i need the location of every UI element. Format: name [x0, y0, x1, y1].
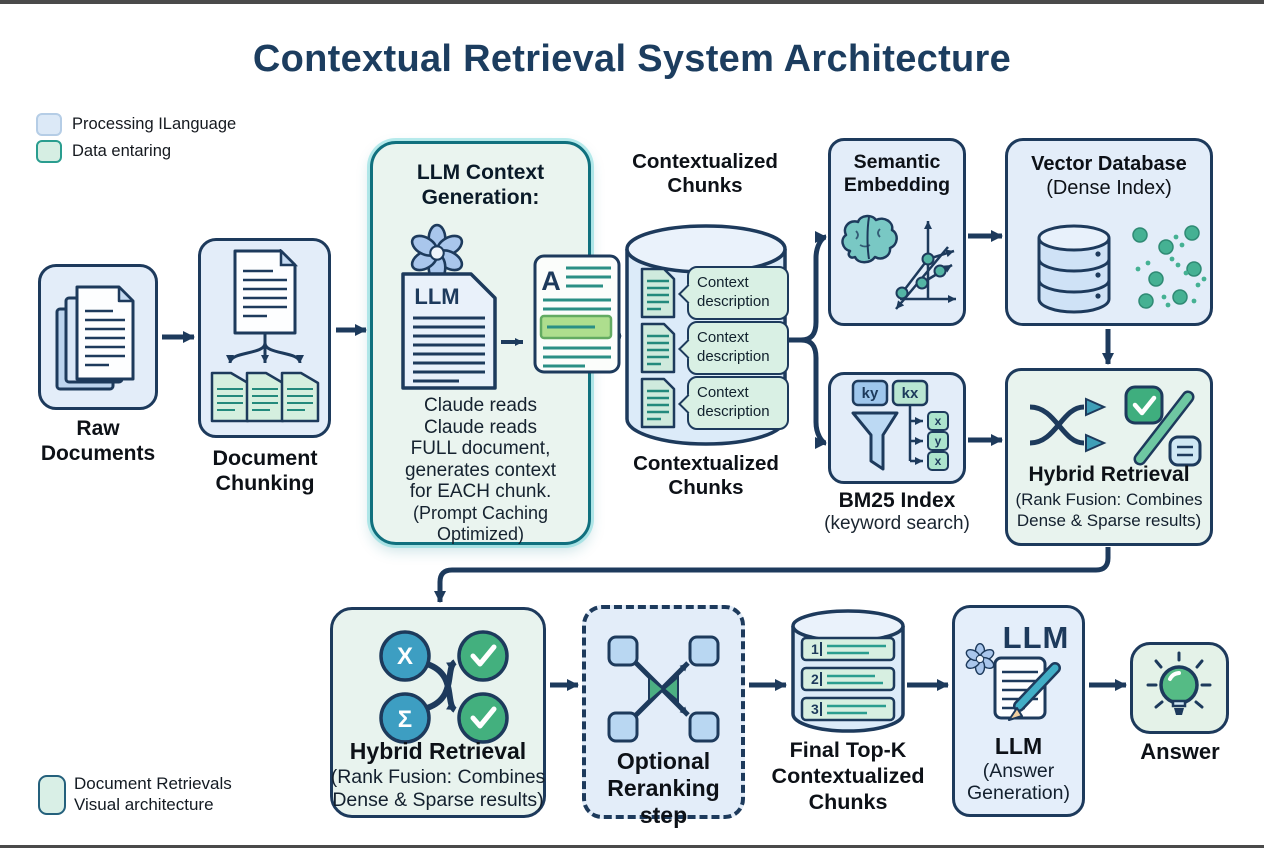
optional-reranking-box: [582, 605, 745, 819]
svg-text:X: X: [397, 643, 413, 670]
hybrid-retrieval-top-sub2: Dense & Sparse results): [1016, 511, 1202, 530]
database-icon: [1037, 224, 1111, 314]
llm-internal-arrow: [501, 338, 523, 346]
llm-context-generation-box: LLM Context Generation: LLM A: [370, 141, 621, 545]
bm25-index-sublabel: (keyword search): [824, 513, 970, 534]
hybrid-retrieval-top-title: Hybrid Retrieval: [1028, 463, 1190, 486]
hybrid-retrieval-bottom-sub1: (Rank Fusion: Combines: [330, 766, 546, 788]
llm-answer-label: LLM: [994, 733, 1043, 759]
chunk-doc-icon: [640, 377, 676, 429]
llm-answer-icon-title: LLM: [1002, 620, 1070, 655]
hybrid-retrieval-bottom-title: Hybrid Retrieval: [349, 738, 527, 764]
stacked-documents-icon: [55, 285, 135, 391]
top-edge-artifact: [0, 0, 1264, 4]
final-topk-cylinder: 1 2 3: [791, 609, 905, 733]
vector-database-title: Vector Database (Dense Index): [1031, 153, 1187, 199]
svg-text:1: 1: [811, 641, 819, 657]
check-percent-icon: [1124, 385, 1202, 467]
semantic-embedding-box: Semantic Embedding: [828, 138, 966, 326]
legend-item-data: Data entaring: [36, 140, 171, 163]
bottom-edge-artifact: [0, 845, 1264, 848]
legend-label: Processing ILanguage: [72, 115, 237, 133]
contextualized-chunks-title: Contextualized Chunks: [632, 150, 778, 198]
optional-reranking-label: Optional Reranking step: [607, 748, 720, 829]
semantic-embedding-title: Semantic Embedding: [843, 151, 951, 196]
context-bubble-3: Context description: [678, 376, 789, 430]
legend-item-processing: Processing ILanguage: [36, 113, 236, 136]
svg-text:y: y: [935, 434, 942, 448]
lightbulb-icon: [1146, 651, 1212, 715]
answer-label: Answer: [1140, 739, 1220, 764]
svg-text:LLM: LLM: [414, 284, 459, 309]
document-chunking-box: [198, 238, 331, 438]
svg-text:x: x: [935, 454, 942, 468]
vector-points-icon: [1132, 225, 1207, 309]
context-bubble-2: Context description: [678, 321, 789, 375]
svg-text:kx: kx: [902, 385, 919, 402]
llm-answer-box: LLM LLM (Answer Generation): [952, 605, 1085, 817]
raw-documents-label: Raw Documents: [40, 417, 156, 465]
llm-context-title: LLM Context Generation:: [416, 161, 545, 210]
hybrid-retrieval-top-box: [1005, 368, 1213, 546]
svg-text:3: 3: [811, 701, 819, 717]
reranking-icon: [607, 635, 720, 743]
contextualized-chunks-label: Contextualized Chunks: [633, 452, 779, 500]
bm25-icon: ky kx x y x: [851, 379, 949, 471]
legend-bottom-line1: Document Retrievals: [74, 774, 232, 793]
legend-bottom-swatch: [38, 775, 66, 815]
bm25-index-label: BM25 Index: [838, 489, 956, 512]
page-title: Contextual Retrieval System Architecture: [252, 38, 1012, 80]
brain-embedding-icon: [841, 214, 956, 310]
rank-fusion-icon: X Σ: [379, 630, 509, 744]
llm-answer-sub1: (Answer: [982, 760, 1055, 782]
legend-swatch-blue: [36, 113, 62, 136]
legend-label: Data entaring: [72, 142, 172, 160]
llm-answer-sub2: Generation): [967, 782, 1070, 804]
svg-text:x: x: [935, 414, 942, 428]
hybrid-retrieval-top-sub1: (Rank Fusion: Combines: [1015, 490, 1203, 509]
hybrid-retrieval-bottom-sub2: Dense & Sparse results): [332, 789, 544, 811]
svg-text:Σ: Σ: [398, 706, 412, 733]
chunk-doc-icon: [640, 267, 676, 319]
legend-swatch-green: [36, 140, 62, 163]
answer-box: [1130, 642, 1229, 734]
document-chunking-label: Document Chunking: [212, 446, 318, 496]
svg-text:ky: ky: [862, 385, 879, 402]
bm25-index-box: ky kx x y x: [828, 372, 966, 484]
svg-text:A: A: [541, 266, 561, 296]
raw-documents-box: [38, 264, 158, 410]
hybrid-retrieval-bottom-box: X Σ: [330, 607, 546, 818]
context-document-icon: A: [533, 254, 621, 374]
chunk-doc-icon: [640, 322, 676, 374]
context-bubble-1: Context description: [678, 266, 789, 320]
vector-database-box: Vector Database (Dense Index): [1005, 138, 1213, 326]
legend-bottom-line2: Visual architecture: [74, 795, 214, 814]
llm-document-icon: LLM: [401, 272, 497, 390]
document-pencil-icon: [993, 656, 1061, 721]
shuffle-icon: [1029, 397, 1107, 453]
final-topk-label: Final Top-K Contextualized Chunks: [771, 738, 925, 815]
svg-text:2: 2: [811, 671, 819, 687]
llm-context-body-text: Claude reads Claude reads FULL document,…: [404, 395, 557, 544]
chunking-icon: [210, 249, 320, 423]
